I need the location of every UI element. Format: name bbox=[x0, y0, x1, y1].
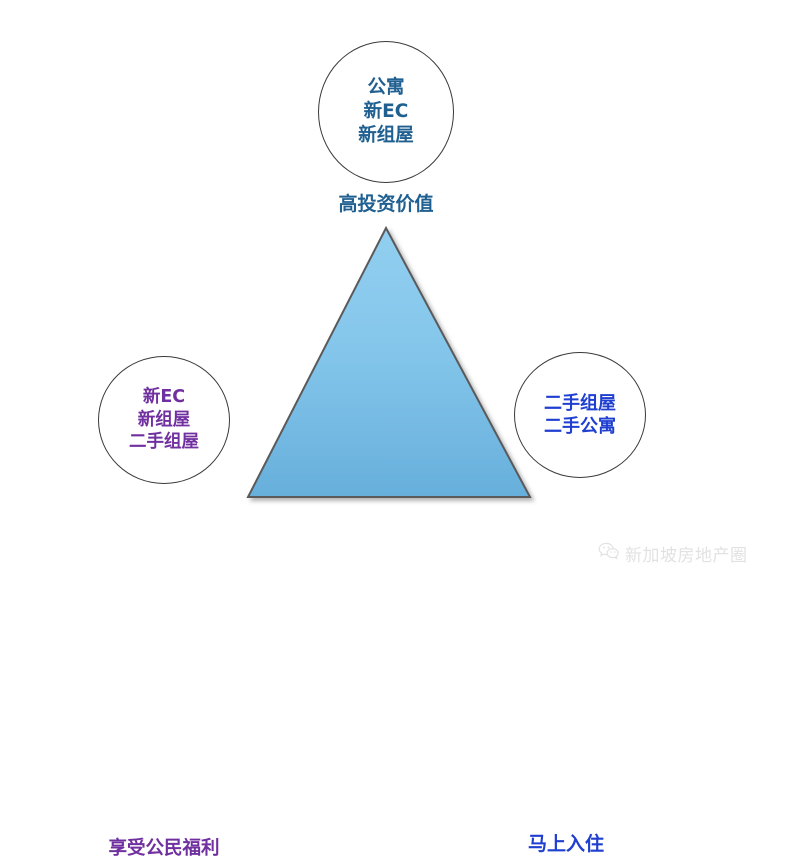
node-right-line-2: 二手公寓 bbox=[544, 416, 616, 437]
diagram-canvas: 公寓 新EC 新组屋 高投资价值 新EC 新组屋 二手组屋 享受公民福利 二手组… bbox=[98, 41, 748, 859]
node-top-circle[interactable]: 公寓 新EC 新组屋 bbox=[318, 41, 454, 183]
node-left-label: 享受公民福利 bbox=[108, 838, 220, 859]
pyramid-triangle bbox=[244, 224, 536, 506]
node-left-line-2: 新组屋 bbox=[137, 409, 191, 430]
wechat-icon bbox=[598, 542, 620, 566]
node-top-label: 高投资价值 bbox=[338, 193, 434, 215]
watermark: 新加坡房地产圈 bbox=[598, 541, 748, 566]
node-right[interactable]: 二手组屋 二手公寓 马上入住 bbox=[514, 352, 646, 855]
node-right-line-1: 二手组屋 bbox=[544, 392, 616, 414]
node-right-circle[interactable]: 二手组屋 二手公寓 bbox=[514, 352, 646, 478]
node-left[interactable]: 新EC 新组屋 二手组屋 享受公民福利 bbox=[98, 356, 230, 859]
node-left-line-3: 二手组屋 bbox=[129, 432, 199, 453]
node-left-circle[interactable]: 新EC 新组屋 二手组屋 bbox=[98, 356, 230, 484]
watermark-text: 新加坡房地产圈 bbox=[625, 546, 748, 566]
node-top-line-3: 新组屋 bbox=[358, 124, 414, 146]
node-top-line-1: 公寓 bbox=[367, 77, 405, 99]
node-left-line-1: 新EC bbox=[142, 387, 186, 408]
triangle-shape bbox=[246, 225, 532, 498]
triangle-svg bbox=[246, 225, 532, 498]
node-top[interactable]: 公寓 新EC 新组屋 高投资价值 bbox=[318, 41, 454, 215]
node-top-line-2: 新EC bbox=[363, 101, 409, 123]
node-right-label: 马上入住 bbox=[528, 833, 605, 855]
